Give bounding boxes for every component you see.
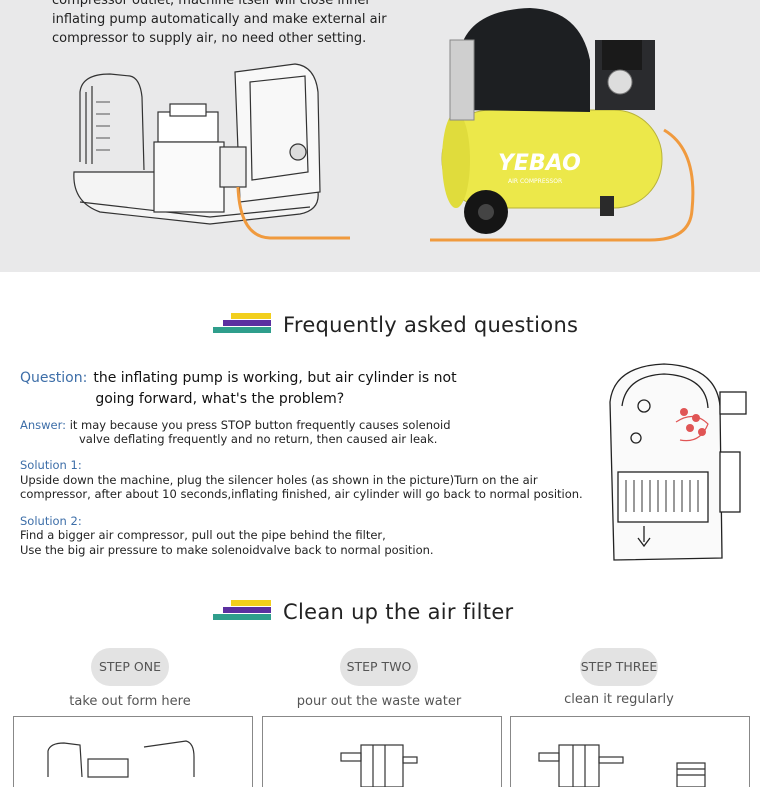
step-one-image [13,716,253,787]
press-machine-drawing [73,63,350,240]
solution-title: Solution 2: [20,513,82,528]
machine-thumbnail-drawing [47,740,195,778]
question-label: Question: [20,370,88,386]
answer-line: valve deflating frequently and no return… [79,432,438,446]
compressor-tagline-text: AIR COMPRESSOR [508,178,562,185]
intro-line: compressor outlet, machine itself will c… [52,0,371,8]
step-three-image [510,716,750,787]
filter-heading: Clean up the air filter [213,597,514,627]
answer-line: it may because you press STOP button fre… [69,418,451,432]
compressor-brand-text: YEBAO [498,151,581,176]
step-one: STEP ONE take out form here [30,648,230,709]
intro-text: compressor outlet, machine itself will c… [52,0,412,48]
step-description: pour out the waste water [296,694,462,709]
filter-parts-drawing [538,744,706,787]
step-description: take out form here [69,694,191,709]
faq-answer: Answer: it may because you press STOP bu… [20,418,610,446]
machine-rear-drawing [609,363,747,561]
faq-heading: Frequently asked questions [213,310,578,340]
step-three: STEP THREE clean it regularly [519,648,719,707]
step-two-image [262,716,502,787]
solution-line: Use the big air pressure to make solenoi… [20,542,434,557]
filter-title: Clean up the air filter [283,600,514,624]
solution-title: Solution 1: [20,458,82,472]
solution-1: Solution 1: Upside down the machine, plu… [20,458,610,502]
question-line: going forward, what's the problem? [95,391,345,407]
faq-title: Frequently asked questions [283,313,579,337]
step-badge: STEP THREE [580,648,658,686]
intro-line: inflating pump automatically and make ex… [52,12,387,27]
faq-block: Question: the inflating pump is working,… [20,368,610,557]
intro-line: compressor to supply air, no need other … [52,31,367,46]
heading-stripes-icon [213,313,273,337]
solution-line: Upside down the machine, plug the silenc… [20,472,538,487]
solution-line: compressor, after about 10 seconds,infla… [20,487,583,501]
answer-label: Answer: [20,418,67,432]
air-compressor-image: YEBAO AIR COMPRESSOR [430,8,695,242]
heading-stripes-icon [213,600,273,624]
filter-thumbnail-drawing [340,744,418,787]
solution-2: Solution 2: Find a bigger air compressor… [20,514,610,558]
solution-line: Find a bigger air compressor, pull out t… [20,528,386,542]
question-line: the inflating pump is working, but air c… [93,370,457,386]
faq-question: Question: the inflating pump is working,… [20,368,610,410]
step-two: STEP TWO pour out the waste water [279,648,479,709]
step-badge: STEP TWO [340,648,418,686]
step-badge: STEP ONE [91,648,169,686]
step-description: clean it regularly [564,692,674,707]
